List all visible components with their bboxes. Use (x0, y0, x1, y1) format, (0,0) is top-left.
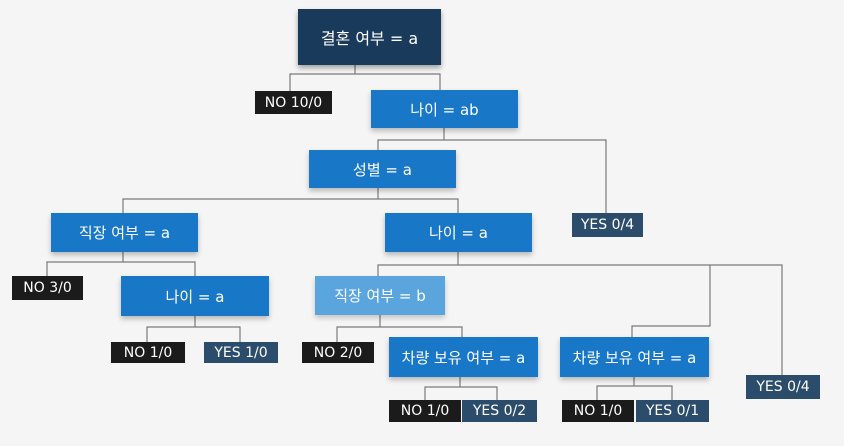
leaf-yes-0-2: YES 0/2 (462, 400, 537, 422)
leaf-yes-0-4-upper: YES 0/4 (572, 213, 643, 237)
leaf-no-3-0: NO 3/0 (12, 276, 83, 300)
node-job-left: 직장 여부 = a (51, 213, 198, 252)
edge-age-left (146, 326, 241, 342)
edge-age-right (377, 264, 783, 375)
leaf-yes-0-1: YES 0/1 (636, 400, 709, 422)
node-age-left: 나이 = a (121, 276, 269, 316)
leaf-no-2-0: NO 2/0 (302, 342, 374, 363)
node-car-left: 차량 보유 여부 = a (389, 337, 538, 377)
node-gender: 성별 = a (309, 150, 456, 188)
edge-car-right (596, 385, 673, 400)
node-car-right: 차량 보유 여부 = a (560, 337, 709, 377)
edge-gender (122, 198, 459, 213)
leaf-no-10-0: NO 10/0 (255, 91, 332, 114)
edge-job-b (336, 326, 463, 342)
leaf-yes-1-0: YES 1/0 (204, 342, 278, 363)
leaf-no-1-0-a: NO 1/0 (111, 342, 185, 363)
node-age-right: 나이 = a (385, 213, 532, 252)
leaf-no-1-0-c: NO 1/0 (562, 400, 634, 422)
node-age-ab: 나이 = ab (371, 90, 518, 128)
node-marriage: 결혼 여부 = a (298, 9, 441, 65)
edge-job-left (46, 261, 196, 276)
edge-root (289, 73, 441, 91)
leaf-no-1-0-b: NO 1/0 (389, 400, 461, 422)
edge-age-right-mid (631, 265, 711, 342)
edge-age-ab (377, 139, 607, 213)
node-job-b: 직장 여부 = b (315, 276, 445, 315)
edge-car-left (424, 386, 498, 400)
leaf-yes-0-4-lower: YES 0/4 (746, 375, 820, 399)
